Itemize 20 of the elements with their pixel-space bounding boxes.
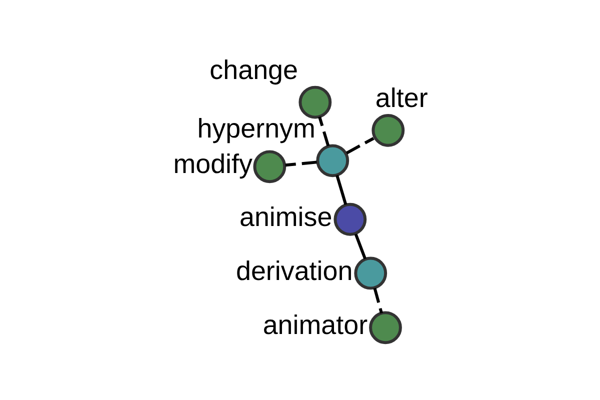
connector xyxy=(354,234,366,260)
node-label: animise xyxy=(238,202,332,232)
node-label: modify xyxy=(172,149,252,180)
connector xyxy=(345,137,374,154)
connector xyxy=(284,160,316,167)
connector xyxy=(318,116,330,146)
node-circle xyxy=(371,114,404,147)
node-circle xyxy=(333,202,366,236)
node-circle xyxy=(368,311,402,344)
connector xyxy=(372,288,382,314)
node-label: derivation xyxy=(236,256,352,286)
node-circle xyxy=(252,150,286,184)
node-label: change xyxy=(209,54,298,85)
node-label: animator xyxy=(262,310,368,340)
node-circle xyxy=(298,86,332,119)
connector xyxy=(335,174,347,205)
node-circle xyxy=(354,256,387,290)
node-circle xyxy=(316,144,349,178)
node-label: hypernym xyxy=(196,113,315,144)
node-label: alter xyxy=(374,83,428,114)
